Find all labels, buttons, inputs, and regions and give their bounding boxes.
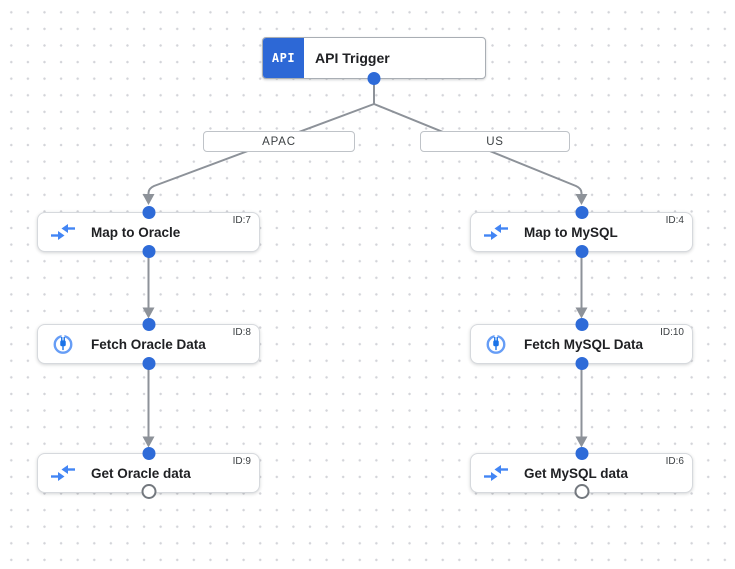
node-map-to-mysql[interactable]: ID:4 Map to MySQL — [470, 206, 693, 258]
node-title: Map to Oracle — [91, 224, 181, 240]
node-title: Fetch Oracle Data — [91, 336, 206, 352]
arrowhead-icon — [142, 307, 155, 319]
node-title: Get Oracle data — [91, 465, 191, 481]
node-id-badge: ID:10 — [660, 327, 684, 338]
mapping-icon — [483, 221, 509, 243]
mapping-icon — [50, 221, 76, 243]
connector-icon — [50, 333, 76, 355]
node-get-oracle-data[interactable]: ID:9 Get Oracle data — [37, 447, 260, 499]
open-output-port[interactable] — [141, 484, 156, 499]
node-title: Map to MySQL — [524, 224, 618, 240]
mapping-icon — [483, 462, 509, 484]
api-trigger-node[interactable]: API API Trigger — [262, 37, 486, 85]
arrowhead-icon — [142, 436, 155, 448]
arrowhead-icon — [575, 307, 588, 319]
input-port[interactable] — [142, 206, 155, 219]
node-id-badge: ID:7 — [232, 215, 251, 226]
edge-label-text: US — [486, 135, 504, 148]
arrowhead-icon — [142, 194, 155, 205]
edge-branch-apac — [147, 103, 375, 195]
edge-branch-us — [373, 103, 583, 195]
node-id-badge: ID:4 — [665, 215, 684, 226]
node-map-to-oracle[interactable]: ID:7 Map to Oracle — [37, 206, 260, 258]
node-fetch-oracle-data[interactable]: ID:8 Fetch Oracle Data — [37, 318, 260, 370]
input-port[interactable] — [575, 206, 588, 219]
edge-label-apac[interactable]: APAC — [203, 131, 355, 152]
output-port[interactable] — [142, 245, 155, 258]
mapping-icon — [50, 462, 76, 484]
input-port[interactable] — [575, 447, 588, 460]
node-title: Fetch MySQL Data — [524, 336, 644, 352]
output-port[interactable] — [142, 357, 155, 370]
output-port[interactable] — [367, 72, 381, 85]
open-output-port[interactable] — [574, 484, 589, 499]
node-id-badge: ID:9 — [232, 456, 251, 467]
output-port[interactable] — [575, 245, 588, 258]
edge-label-us[interactable]: US — [420, 131, 570, 152]
input-port[interactable] — [142, 447, 155, 460]
arrowhead-icon — [575, 194, 588, 205]
node-id-badge: ID:8 — [232, 327, 251, 338]
node-fetch-mysql-data[interactable]: ID:10 Fetch MySQL Data — [470, 318, 693, 370]
arrowhead-icon — [575, 436, 588, 448]
connector-icon — [483, 333, 509, 355]
node-get-mysql-data[interactable]: ID:6 Get MySQL data — [470, 447, 693, 499]
node-title: Get MySQL data — [524, 465, 629, 481]
node-id-badge: ID:6 — [665, 456, 684, 467]
output-port[interactable] — [575, 357, 588, 370]
edge-label-text: APAC — [262, 135, 296, 148]
input-port[interactable] — [142, 318, 155, 331]
api-badge-icon: API — [263, 38, 304, 78]
trigger-title: API Trigger — [315, 50, 390, 66]
input-port[interactable] — [575, 318, 588, 331]
